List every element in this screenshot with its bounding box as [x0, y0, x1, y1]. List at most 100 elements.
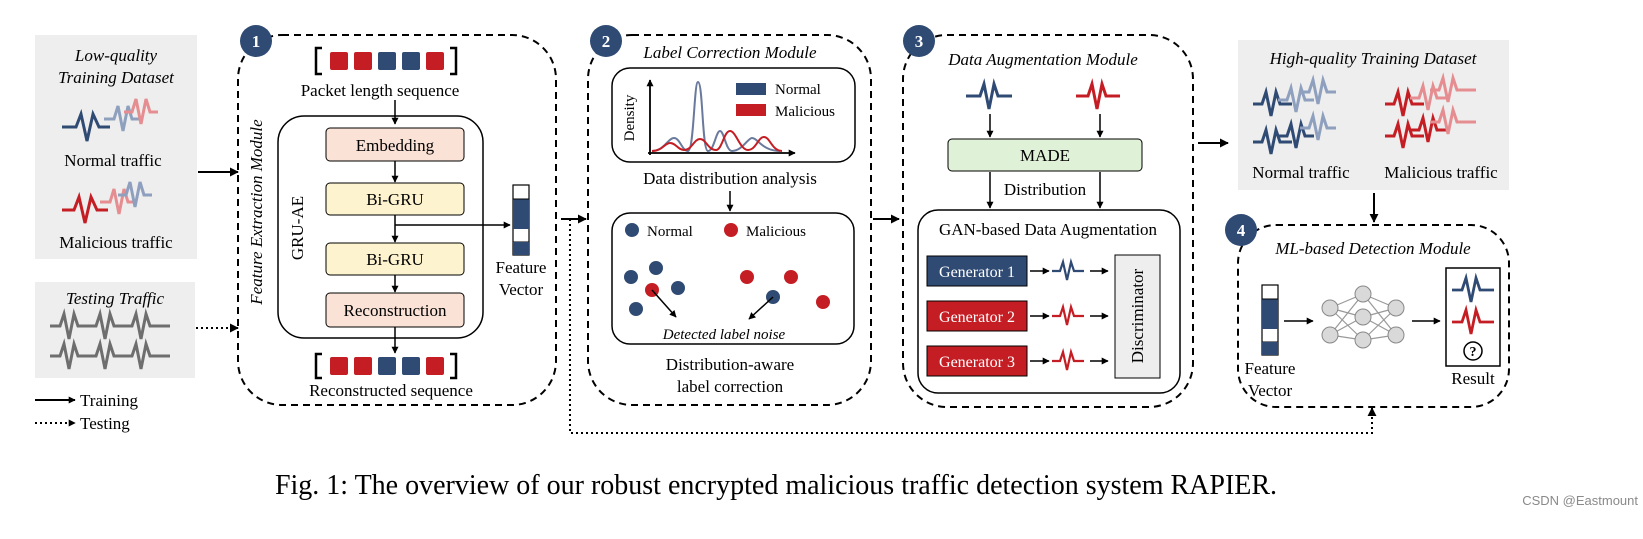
- generator-1-box: [926, 255, 1028, 287]
- detected-label-noise: Detected label noise: [662, 327, 786, 343]
- testing-traffic-panel: Testing Traffic: [35, 282, 195, 378]
- bi-gru-layer-1-label: Bi-GRU: [366, 190, 424, 209]
- discriminator-box: [1114, 254, 1161, 379]
- malicious-density-curve: [651, 129, 783, 152]
- normal-wave-icon: [966, 78, 1012, 110]
- testing-traffic-title: Testing Traffic: [66, 289, 165, 308]
- module4-title: ML-based Detection Module: [1274, 239, 1471, 258]
- high-quality-dataset-panel: High-quality Training Dataset Normal tra…: [1238, 40, 1509, 190]
- legend: Training Testing: [35, 391, 138, 433]
- module3-title: Data Augmentation Module: [947, 50, 1138, 69]
- scatter-legend-normal-dot: [625, 223, 639, 237]
- hq-malicious-traffic-label: Malicious traffic: [1384, 163, 1498, 182]
- module2-badge: [590, 25, 622, 57]
- ml-detection-module: 4 ML-based Detection Module Feature Vect…: [1225, 214, 1510, 408]
- malicious-traffic-icon: [62, 181, 152, 224]
- feature-vector-icon: [512, 184, 530, 256]
- scatter-legend-malicious-label: Malicious: [746, 224, 806, 240]
- gru-ae-box: [277, 115, 484, 339]
- gan-title: GAN-based Data Augmentation: [939, 220, 1158, 239]
- hq-malicious-traffic-icon: [1385, 72, 1476, 149]
- normal-traffic-label: Normal traffic: [64, 151, 162, 170]
- distribution-label: Distribution: [1004, 180, 1087, 199]
- gan-box: [917, 209, 1181, 394]
- testing-traffic-wave-icon: [50, 308, 170, 370]
- module4-feature-label-line2: Vector: [1248, 381, 1293, 400]
- module3-border: [902, 34, 1194, 408]
- noise-arrow-left-icon: [651, 289, 677, 318]
- scatter-points: [624, 261, 830, 316]
- normal-traffic-icon: [62, 98, 158, 142]
- bi-gru-layer-2-label: Bi-GRU: [366, 250, 424, 269]
- module2-title: Label Correction Module: [642, 43, 817, 62]
- legend-malicious-label: Malicious: [775, 104, 835, 120]
- scatter-legend-malicious-dot: [724, 223, 738, 237]
- generator-2-output-wave-icon: [1052, 302, 1084, 326]
- discriminator-label: Discriminator: [1128, 268, 1147, 363]
- low-quality-title-line2: Training Dataset: [58, 68, 175, 87]
- label-correction-module: 2 Label Correction Module Density Normal…: [587, 25, 872, 406]
- result-label: Result: [1451, 369, 1495, 388]
- module1-border: [237, 34, 557, 406]
- distribution-analysis-caption: Data distribution analysis: [643, 169, 817, 188]
- module3-badge-number: 3: [915, 32, 924, 51]
- embedding-layer-label: Embedding: [356, 136, 435, 155]
- hq-normal-traffic-icon: [1253, 74, 1336, 155]
- scatter-box: [611, 212, 855, 345]
- testing-bypass-dotted-arrow-icon: [569, 219, 1377, 434]
- module4-badge-number: 4: [1237, 221, 1246, 240]
- data-augmentation-module: 3 Data Augmentation Module MADE Distribu…: [902, 25, 1194, 408]
- made-label: MADE: [1020, 146, 1070, 165]
- normal-density-curve: [651, 80, 781, 153]
- generator-2-box: [926, 300, 1028, 332]
- result-normal-wave-icon: [1452, 272, 1494, 303]
- module2-caption-line2: label correction: [677, 377, 784, 396]
- density-chart-box: [611, 67, 856, 163]
- legend-testing-label: Testing: [80, 414, 130, 433]
- high-quality-title: High-quality Training Dataset: [1269, 49, 1478, 68]
- feature-vector-label-line2: Vector: [499, 280, 544, 299]
- malicious-wave-icon: [1076, 78, 1120, 110]
- scatter-legend-normal-label: Normal: [647, 224, 693, 240]
- legend-training-label: Training: [80, 391, 138, 410]
- legend-normal-label: Normal: [775, 82, 821, 98]
- packet-length-sequence: [314, 46, 458, 76]
- generator-3-box: [926, 345, 1028, 377]
- module3-badge: [903, 25, 935, 57]
- feature-vector-label-line1: Feature: [496, 258, 547, 277]
- reconstructed-sequence-label: Reconstructed sequence: [309, 381, 473, 400]
- reconstruction-layer-label: Reconstruction: [344, 301, 447, 320]
- malicious-traffic-label: Malicious traffic: [59, 233, 173, 252]
- module2-badge-number: 2: [602, 32, 611, 51]
- low-quality-title-line1: Low-quality: [74, 46, 158, 65]
- result-malicious-wave-icon: [1452, 304, 1494, 335]
- generator-3-output-wave-icon: [1052, 347, 1084, 371]
- module2-border: [587, 34, 872, 406]
- noise-arrow-right-icon: [748, 296, 774, 320]
- neural-network-icon: [1321, 285, 1405, 349]
- feature-extraction-module: 1 Feature Extraction Module Packet lengt…: [237, 25, 557, 406]
- module1-side-title: Feature Extraction Module: [247, 119, 266, 306]
- generator-3-label: Generator 3: [939, 354, 1015, 371]
- reconstructed-sequence: [314, 352, 458, 380]
- module4-feature-label-line1: Feature: [1245, 359, 1296, 378]
- packet-length-sequence-label: Packet length sequence: [301, 81, 460, 100]
- module4-badge: [1225, 214, 1257, 246]
- low-quality-dataset-background: [35, 35, 197, 259]
- legend-malicious-swatch: [736, 104, 766, 116]
- legend-normal-swatch: [736, 83, 766, 95]
- question-mark: ?: [1470, 345, 1477, 360]
- figure-caption: Fig. 1: The overview of our robust encry…: [275, 470, 1277, 501]
- generator-1-output-wave-icon: [1052, 257, 1084, 281]
- generator-1-label: Generator 1: [939, 264, 1015, 281]
- watermark: CSDN @Eastmount: [1522, 493, 1638, 508]
- module4-feature-vector-icon: [1261, 284, 1279, 356]
- generator-2-label: Generator 2: [939, 309, 1015, 326]
- made-box: [947, 138, 1143, 172]
- hq-normal-traffic-label: Normal traffic: [1252, 163, 1350, 182]
- module4-border: [1237, 224, 1510, 408]
- module1-badge-number: 1: [252, 32, 261, 51]
- high-quality-dataset-background: [1238, 40, 1509, 190]
- module1-badge: [240, 25, 272, 57]
- testing-traffic-background: [35, 282, 195, 378]
